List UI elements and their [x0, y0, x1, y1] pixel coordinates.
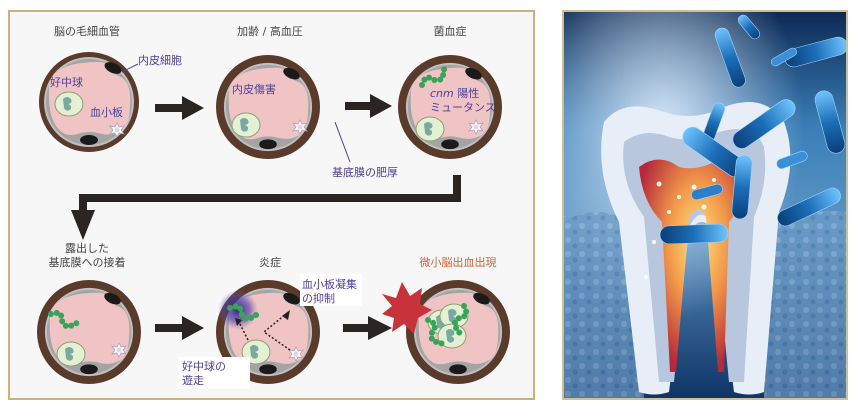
tooth-pulp	[639, 156, 746, 372]
label-mutans: ミュータンス	[430, 101, 496, 114]
hemorrhage-icon	[382, 282, 432, 334]
stage-title-aging: 加齢 / 高血圧	[237, 24, 303, 38]
label-basement-thickening: 基底膜の肥厚	[332, 165, 398, 179]
stage-title-microbleed: 微小脳出血出現	[420, 255, 497, 269]
bacterium	[776, 150, 808, 170]
vessel-normal	[39, 52, 139, 152]
bacterium	[737, 14, 761, 40]
label-neutrophil-migration-1: 好中球の	[182, 359, 226, 373]
pathway-diagram: 脳の毛細血管 内皮細胞 好中球 血小板 加齢 / 高血圧 内皮傷害 基底膜の肥厚…	[37, 24, 510, 389]
bacterium	[691, 183, 723, 201]
vessel-bacteremia	[398, 55, 502, 159]
vessel-adhesion	[37, 280, 141, 384]
label-endothelial-cell: 内皮細胞	[138, 53, 182, 67]
bacterium	[771, 47, 797, 67]
bacterium	[814, 90, 846, 154]
light-sparkles	[644, 178, 716, 279]
bacterium	[732, 99, 796, 149]
neutrophil-icon	[56, 341, 86, 367]
stage-title-capillary: 脳の毛細血管	[54, 24, 120, 38]
bacterium	[714, 27, 746, 88]
bacterium	[731, 154, 753, 220]
tooth-bacteria-illustration	[562, 10, 848, 400]
bacterium	[659, 223, 729, 245]
leader-line	[334, 121, 351, 163]
arrow-right-1	[155, 96, 204, 120]
stage-title-inflammation: 炎症	[259, 255, 281, 269]
arrow-right-2	[345, 94, 392, 118]
leader-line	[121, 63, 139, 73]
label-box	[300, 274, 362, 306]
arrow-right-3	[155, 316, 204, 340]
neutrophil-icon	[415, 116, 445, 142]
neutrophil-icon	[54, 91, 84, 117]
label-platelet-aggregation-1: 血小板凝集	[302, 277, 357, 291]
label-box	[178, 357, 250, 389]
bacterium	[777, 187, 841, 227]
label-platelet-aggregation-2: の抑制	[302, 291, 335, 305]
label-cnm: cnm 陽性	[430, 86, 479, 100]
bacteria-group	[659, 14, 846, 245]
label-neutrophil: 好中球	[50, 75, 83, 89]
neutrophil-icon	[231, 112, 261, 138]
label-neutrophil-migration-2: 遊走	[182, 373, 204, 387]
arrow-right-4	[343, 316, 392, 340]
label-endothelial-damage: 内皮傷害	[232, 82, 276, 96]
label-platelet: 血小板	[90, 105, 123, 119]
tooth-illustration-svg	[564, 12, 846, 398]
stage-title-exposed-2: 基底膜への接着	[49, 255, 126, 269]
connector-arrow	[71, 175, 461, 240]
vessel-aging	[216, 55, 320, 159]
diagram-panel: 脳の毛細血管 内皮細胞 好中球 血小板 加齢 / 高血圧 内皮傷害 基底膜の肥厚…	[8, 10, 535, 400]
vessel-microbleed	[406, 280, 510, 384]
stage-title-bacteremia: 菌血症	[434, 24, 467, 38]
stage-title-exposed-1: 露出した	[65, 241, 109, 255]
